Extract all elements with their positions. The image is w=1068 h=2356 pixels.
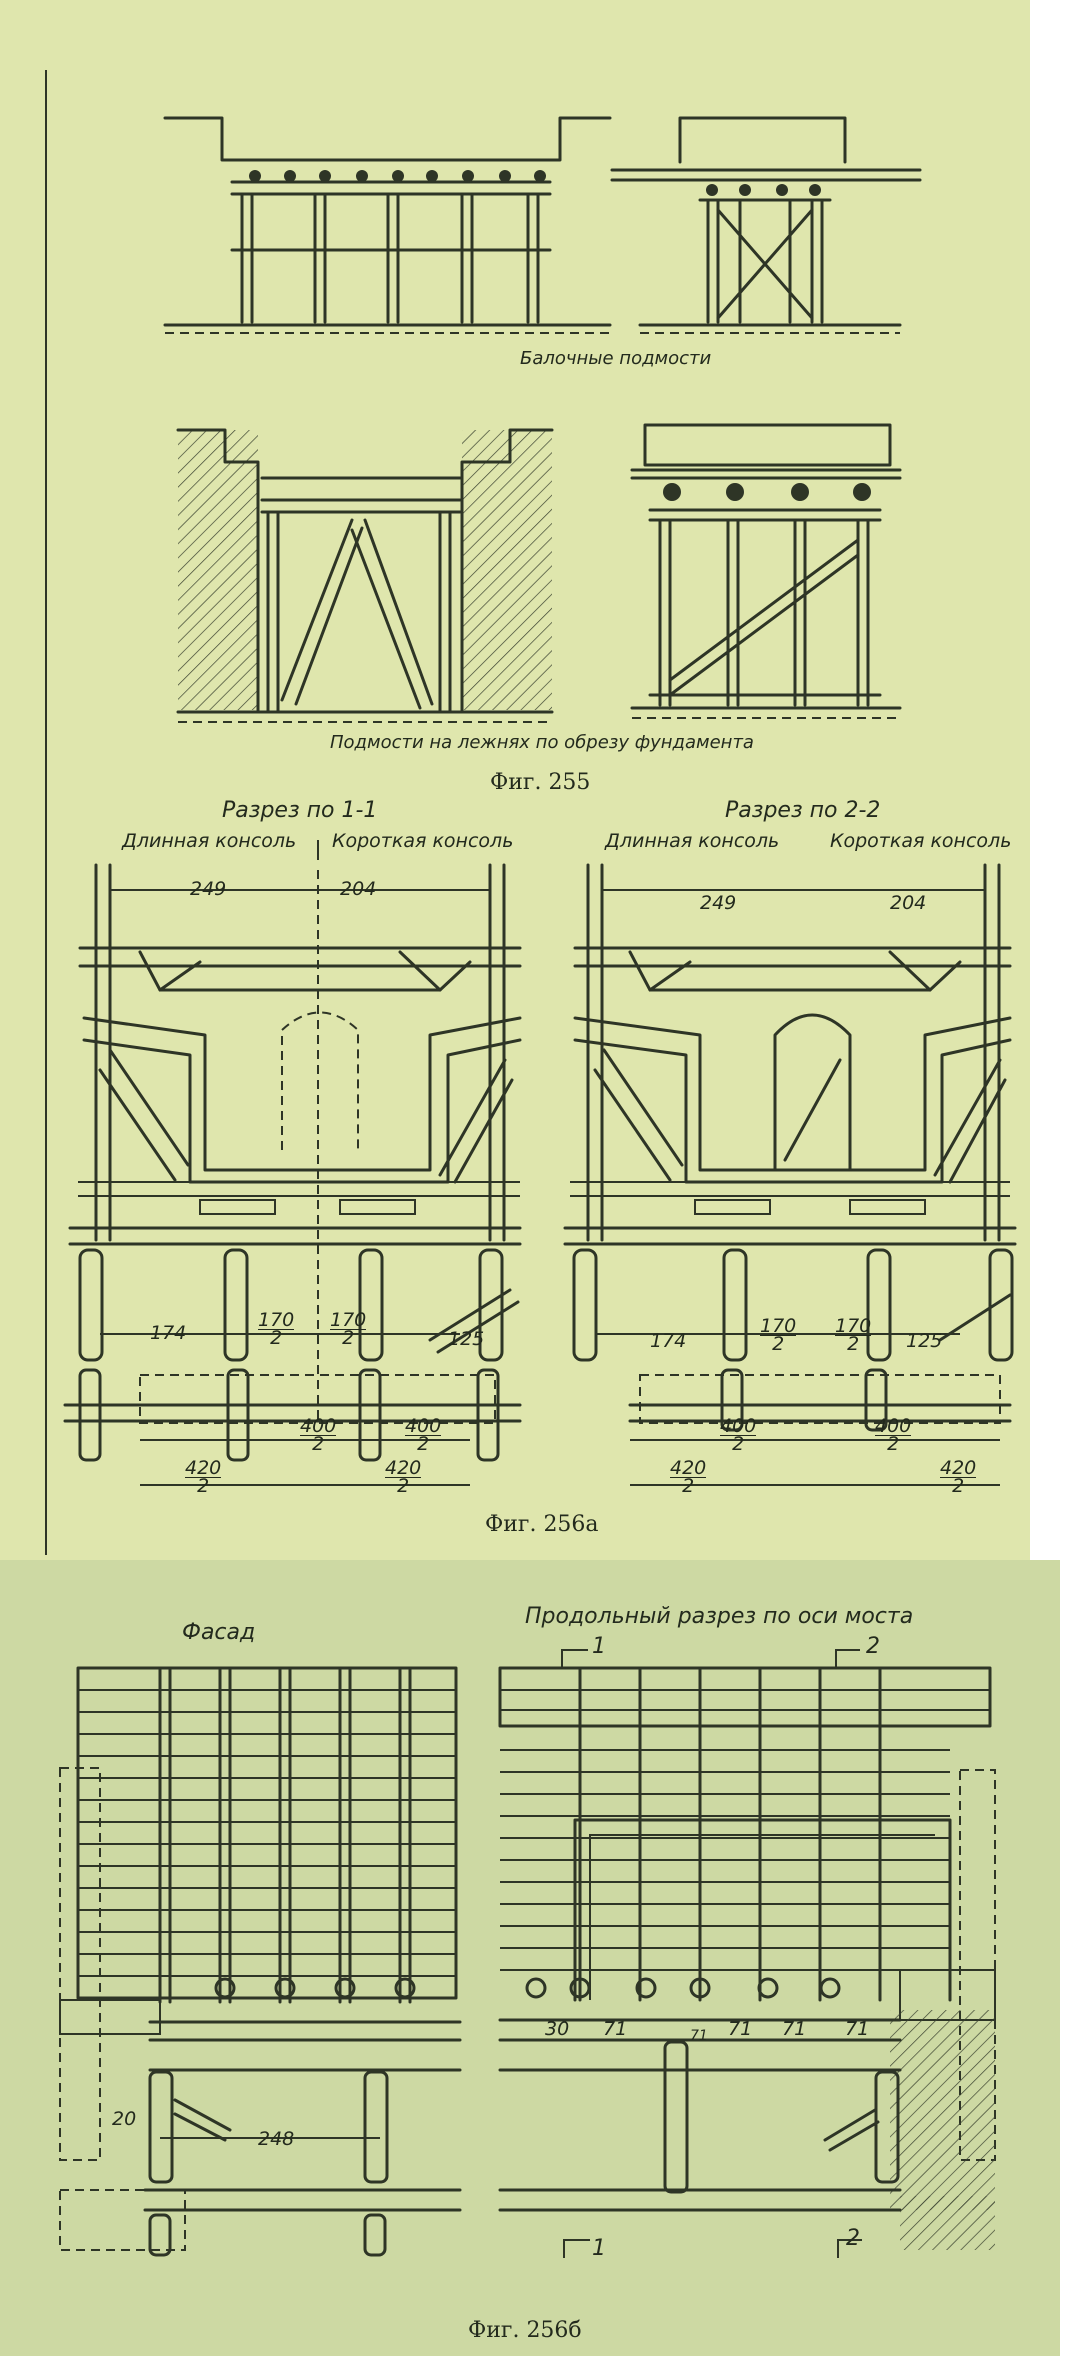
dim-125-s2: 125 [906, 1330, 943, 1352]
fig255-beam-scaffold-right [610, 116, 922, 334]
fig256a-section1-title: Разрез по 1-1 [222, 798, 378, 823]
dim-249-s2: 249 [700, 892, 737, 914]
fig256a-s2-long-console: Длинная консоль [605, 830, 780, 852]
dim-71-d: 71 [782, 2018, 807, 2040]
fig256a-section-2-2 [563, 863, 1017, 1486]
section-mark-1-top: 1 [592, 1634, 606, 1659]
fig255-caption: Фиг. 255 [490, 770, 591, 795]
fig256b-facade [59, 1666, 462, 2257]
dim-174-s1: 174 [150, 1322, 187, 1344]
section-mark-1-bottom: 1 [592, 2236, 606, 2261]
fig255-top-label: Балочные подмости [520, 348, 712, 369]
fig255-sleeper-scaffold-right [630, 423, 902, 719]
dim-20: 20 [112, 2108, 137, 2130]
fig255-beam-scaffold-left [163, 116, 612, 334]
fig256a-section-1-1 [63, 840, 522, 1486]
fig256a-caption: Фиг. 256а [485, 1512, 599, 1537]
fig256a-s2-short-console: Короткая консоль [830, 830, 1012, 852]
fig255-sleeper-scaffold-left [176, 428, 554, 723]
section-mark-2-bottom: 2 [846, 2226, 860, 2251]
dim-71-e: 71 [845, 2018, 870, 2040]
dim-71-b: 71 [690, 2028, 708, 2044]
dim-204-s1: 204 [340, 878, 377, 900]
scan-page-lower [0, 1560, 1060, 2356]
dim-249-s1: 249 [190, 878, 227, 900]
fig255-bottom-label: Подмости на лежнях по обрезу фундамента [330, 732, 754, 753]
fig256a-s1-long-console: Длинная консоль [122, 830, 297, 852]
dim-71-a: 71 [603, 2018, 628, 2040]
fig256a-s1-short-console: Короткая консоль [332, 830, 514, 852]
dim-248: 248 [258, 2128, 295, 2150]
fig256b-facade-title: Фасад [182, 1620, 256, 1645]
fig256b-longitudinal-title: Продольный разрез по оси моста [525, 1604, 914, 1629]
fig256b-longitudinal-section [498, 1649, 996, 2258]
section-mark-2-top: 2 [866, 1634, 880, 1659]
dim-71-c: 71 [728, 2018, 753, 2040]
dim-204-s2: 204 [890, 892, 927, 914]
scan-page-upper [0, 0, 1030, 1560]
dim-30: 30 [545, 2018, 570, 2040]
dim-174-s2: 174 [650, 1330, 687, 1352]
fig256b-caption: Фиг. 256б [468, 2318, 582, 2343]
dim-125-s1: 125 [448, 1328, 485, 1350]
fig256a-section2-title: Разрез по 2-2 [725, 798, 881, 823]
